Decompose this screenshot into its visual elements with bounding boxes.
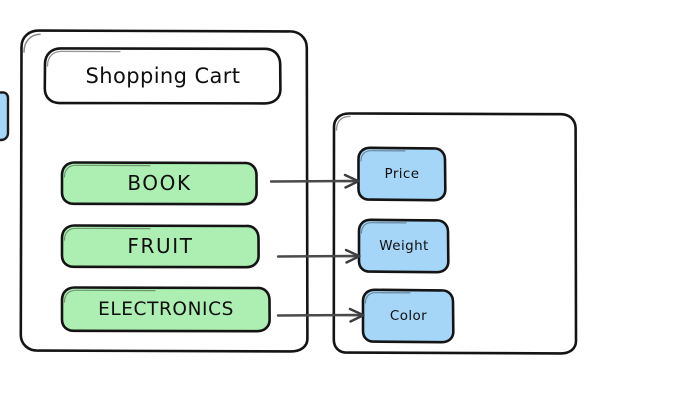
- attribute-box-weight[interactable]: [357, 218, 450, 274]
- category-box-fruit[interactable]: [60, 224, 260, 269]
- title-box[interactable]: [43, 47, 282, 105]
- attribute-box-price[interactable]: [357, 146, 447, 202]
- offscreen-blue-node: [0, 91, 10, 142]
- category-box-book[interactable]: [60, 161, 258, 206]
- connector-electronics-color: [276, 307, 365, 323]
- category-box-electronics[interactable]: [60, 286, 271, 333]
- connector-book-price: [269, 173, 360, 189]
- connector-fruit-weight: [276, 248, 361, 264]
- attribute-box-color[interactable]: [361, 288, 455, 344]
